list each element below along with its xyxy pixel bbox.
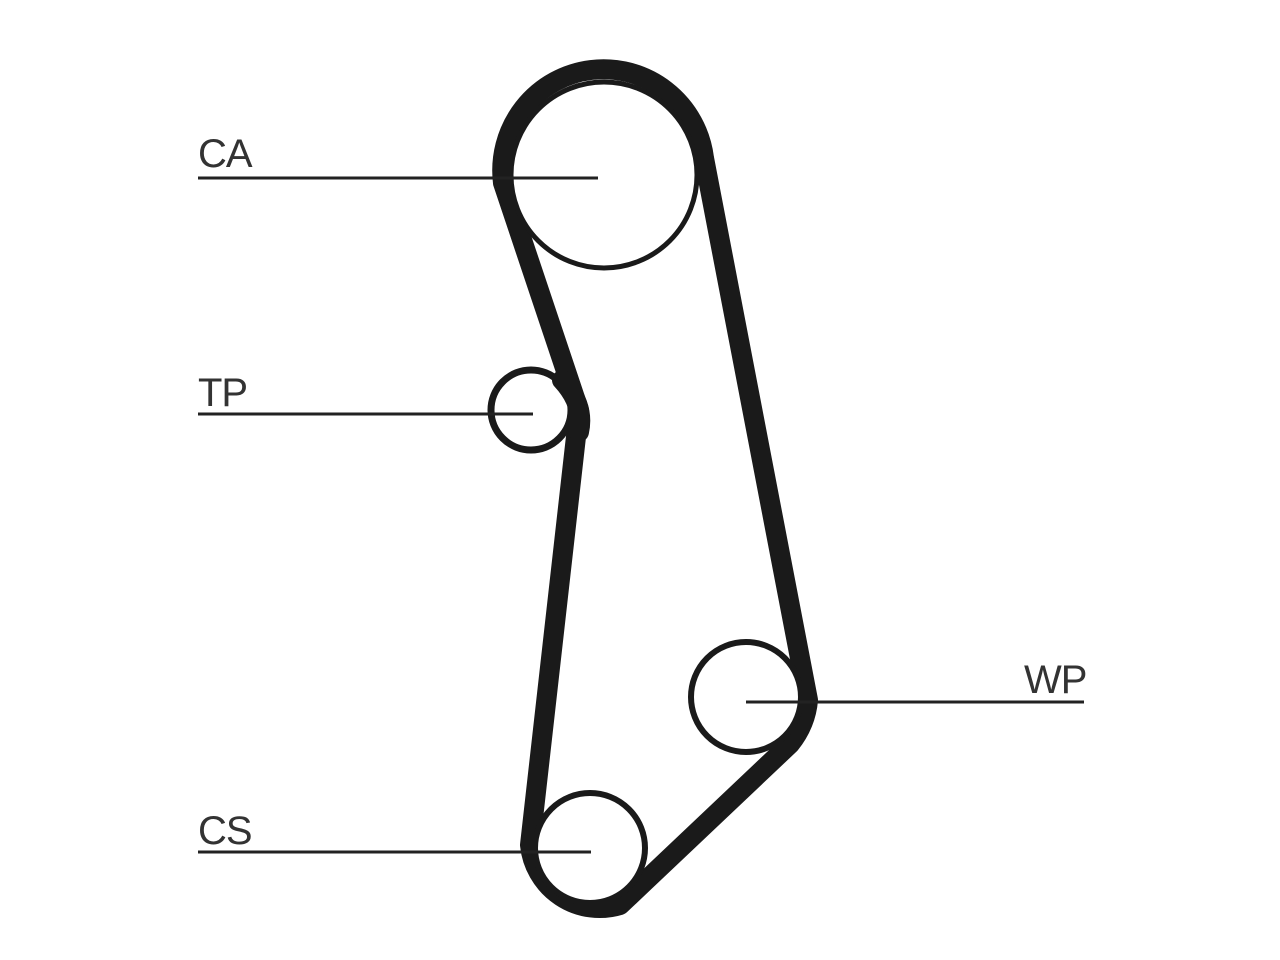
label-cs: CS [198,809,252,853]
water-pump-pulley [688,639,804,755]
label-ca: CA [198,132,253,176]
timing-belt-tensioner-contact [552,370,591,442]
crankshaft-pulley [532,790,648,906]
camshaft-pulley [508,79,700,271]
label-tp: TP [198,371,247,415]
label-wp: WP [1024,658,1086,702]
